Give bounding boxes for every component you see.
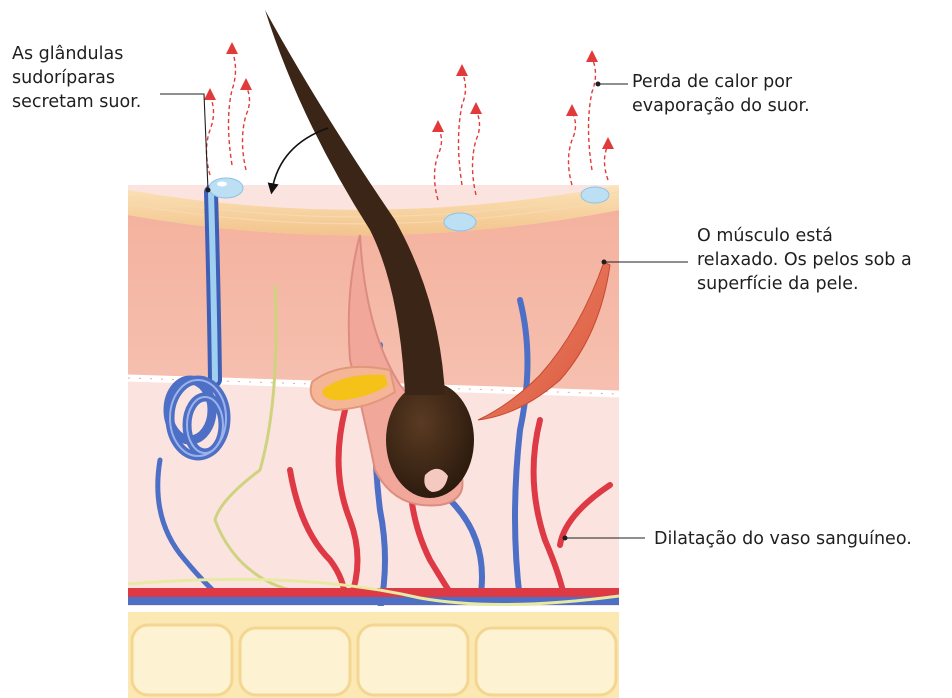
leader-dot-sweat [206,188,211,193]
label-sweat-glands: As glândulas sudoríparas secretam suor. [12,42,141,114]
label-muscle-line-3: superfície da pele. [697,272,912,296]
heat-loss-arrows [207,50,609,200]
leader-dot-vessel [563,536,568,541]
label-heat-loss-line-2: evaporação do suor. [632,94,810,118]
skin-layers [128,185,619,698]
label-sweat-glands-line-1: As glândulas [12,42,141,66]
heat-arrow-heads [204,42,614,149]
leader-dot-heat [596,82,601,87]
label-vessel-line-1: Dilatação do vaso sanguíneo. [654,527,912,551]
label-heat-loss: Perda de calor por evaporação do suor. [632,70,810,118]
label-vessel: Dilatação do vaso sanguíneo. [654,527,912,551]
label-muscle-line-2: relaxado. Os pelos sob a [697,248,912,272]
label-muscle-line-1: O músculo está [697,224,912,248]
label-sweat-glands-line-3: secretam suor. [12,90,141,114]
label-sweat-glands-line-2: sudoríparas [12,66,141,90]
leader-dot-muscle [602,260,607,265]
label-muscle: O músculo está relaxado. Os pelos sob a … [697,224,912,296]
label-heat-loss-line-1: Perda de calor por [632,70,810,94]
